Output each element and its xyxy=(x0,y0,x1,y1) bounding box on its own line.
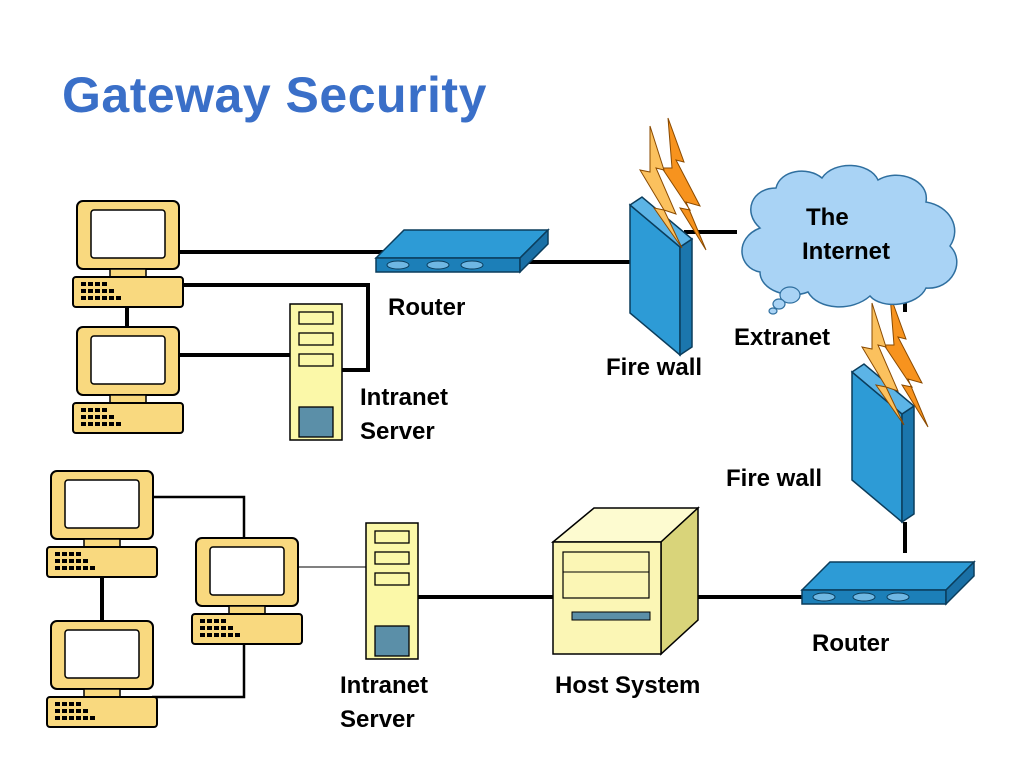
intranet-server-label-bottom-line1: Intranet xyxy=(340,672,429,699)
firewall-label-right: Fire wall xyxy=(726,465,823,492)
router-icon xyxy=(375,229,549,273)
page-title: Gateway Security xyxy=(62,67,487,123)
server-icon xyxy=(365,522,419,660)
router-label-bottom: Router xyxy=(812,630,890,657)
workstation-icon xyxy=(46,620,158,728)
intranet-server-label-top-line2: Server xyxy=(360,418,435,445)
firewall-label-top: Fire wall xyxy=(606,354,703,381)
workstation-icon xyxy=(72,326,184,434)
lan-lines-bottom xyxy=(152,495,246,699)
workstation-icon xyxy=(46,470,158,578)
host-system-label: Host System xyxy=(555,672,701,699)
intranet-server-label-top-line1: Intranet xyxy=(360,384,449,411)
workstation-icon xyxy=(191,537,303,645)
router-icon xyxy=(801,561,975,605)
intranet-server-label-bottom-line2: Server xyxy=(340,706,415,733)
extranet-label: Extranet xyxy=(734,324,831,351)
connection-lines xyxy=(100,230,907,620)
workstation-icon xyxy=(72,200,184,308)
server-icon xyxy=(289,303,343,441)
host-system-icon xyxy=(550,506,700,656)
firewall-icon xyxy=(629,196,693,356)
router-label-top: Router xyxy=(388,294,466,321)
internet-label-line1: The xyxy=(806,204,849,231)
internet-label-line2: Internet xyxy=(802,238,891,265)
cloud-icon xyxy=(741,164,958,315)
